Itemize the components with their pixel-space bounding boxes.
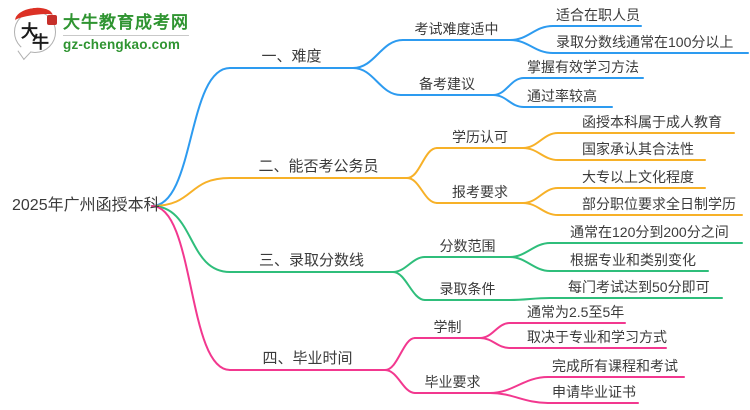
node-difficulty: 一、难度: [261, 48, 322, 65]
leaf-fulltime-required: 部分职位要求全日制学历: [582, 196, 736, 212]
node-apply-requirements: 报考要求: [452, 184, 508, 200]
node-score-range: 分数范围: [439, 238, 496, 254]
leaf-score-120-200: 通常在120分到200分之间: [570, 224, 729, 240]
node-admission-conditions: 录取条件: [439, 281, 496, 297]
leaf-complete-courses: 完成所有课程和考试: [552, 358, 678, 374]
leaf-college-degree-required: 大专以上文化程度: [582, 169, 694, 185]
logo-seal-icon: [47, 15, 57, 25]
node-exam-difficulty: 考试难度适中: [414, 21, 499, 37]
leaf-state-recognized: 国家承认其合法性: [582, 141, 694, 157]
branch-score-line-lines: [151, 205, 743, 301]
leaf-50-points-per-subject: 每门考试达到50分即可: [568, 279, 710, 295]
root-node: 2025年广州函授本科: [12, 197, 160, 214]
logo-text-block: 大牛教育成考网 gz-chengkao.com: [63, 13, 189, 52]
leaf-score-above-100: 录取分数线通常在100分以上: [556, 34, 734, 50]
leaf-varies-by-major: 根据专业和类别变化: [570, 252, 696, 268]
node-civil-service: 二、能否考公务员: [258, 158, 379, 175]
logo-char-2: 牛: [32, 33, 49, 52]
node-graduation-requirements: 毕业要求: [424, 374, 481, 390]
site-logo[interactable]: 大 牛 大牛教育成考网 gz-chengkao.com: [13, 5, 189, 61]
site-name: 大牛教育成考网: [63, 12, 189, 32]
node-graduation-time: 四、毕业时间: [262, 350, 353, 367]
leaf-suitable-for-workers: 适合在职人员: [556, 7, 640, 23]
node-schooling-length: 学制: [433, 319, 462, 335]
leaf-adult-education: 函授本科属于成人教育: [582, 114, 722, 130]
logo-speech-bubble-icon: 大 牛: [13, 5, 57, 61]
leaf-learning-methods: 掌握有效学习方法: [527, 59, 639, 75]
branch-civil-service-lines: [151, 132, 743, 216]
node-degree-recognition: 学历认可: [452, 129, 508, 145]
leaf-2-5-to-5-years: 通常为2.5至5年: [527, 304, 625, 320]
leaf-high-pass-rate: 通过率较高: [527, 88, 597, 104]
logo-char-1: 大: [21, 22, 38, 41]
branch-graduation-lines: [151, 205, 685, 404]
leaf-depends-on-major: 取决于专业和学习方式: [527, 329, 667, 345]
leaf-apply-certificate: 申请毕业证书: [552, 384, 636, 400]
branch-difficulty-lines: [151, 25, 749, 207]
node-score-line: 三、录取分数线: [258, 252, 364, 269]
logo-divider: [63, 34, 189, 36]
site-url: gz-chengkao.com: [63, 36, 181, 52]
node-prep-advice: 备考建议: [419, 76, 475, 92]
